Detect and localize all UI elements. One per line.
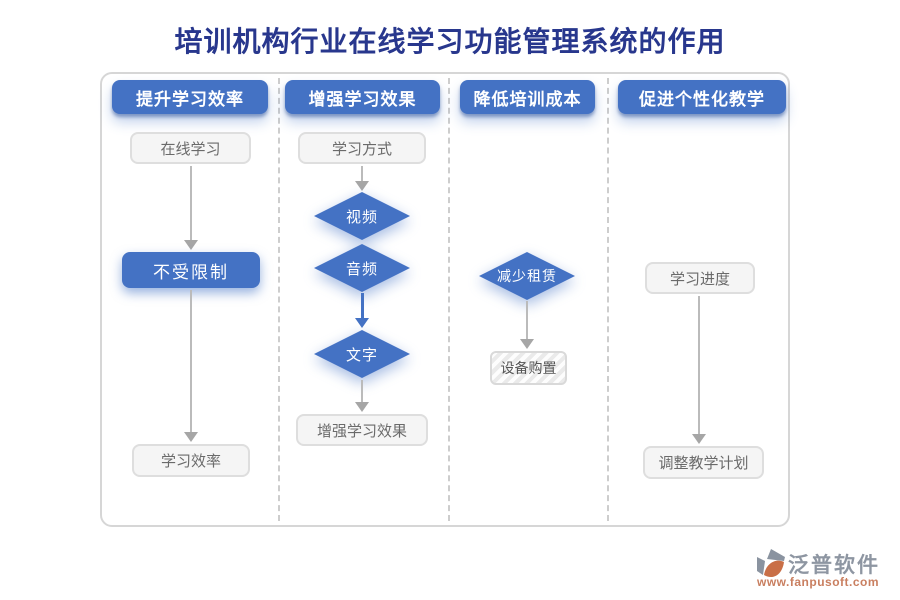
brand-logo-icon (757, 549, 785, 578)
flow-arrow-down-blue (354, 293, 370, 328)
column-divider (278, 78, 280, 521)
node-video-diamond: 视频 (314, 192, 410, 240)
column-header-improve-efficiency: 提升学习效率 (112, 80, 268, 114)
column-header-reduce-cost: 降低培训成本 (460, 80, 595, 114)
flow-arrow-down (354, 166, 370, 191)
node-reduce-rental-diamond: 减少租赁 (479, 252, 575, 300)
column-header-personalized-teaching: 促进个性化教学 (618, 80, 786, 114)
node-unrestricted: 不受限制 (122, 252, 260, 288)
node-adjust-teaching-plan: 调整教学计划 (643, 446, 764, 479)
column-divider (607, 78, 609, 521)
flow-arrow-down (183, 290, 199, 442)
node-learning-efficiency: 学习效率 (132, 444, 250, 477)
flow-arrow-down (183, 166, 199, 250)
node-learning-progress: 学习进度 (645, 262, 755, 294)
node-online-learning: 在线学习 (130, 132, 251, 164)
page-title: 培训机构行业在线学习功能管理系统的作用 (174, 27, 726, 58)
node-audio-diamond: 音频 (314, 244, 410, 292)
flowchart-canvas: 提升学习效率 增强学习效果 降低培训成本 促进个性化教学 在线学习 不受限制 学… (100, 72, 790, 527)
node-equipment-purchase: 设备购置 (490, 351, 567, 385)
column-header-enhance-effect: 增强学习效果 (285, 80, 440, 114)
node-enhance-learning-effect: 增强学习效果 (296, 414, 428, 446)
watermark: 泛普软件 www.fanpusoft.com (750, 546, 900, 594)
watermark-brand: 泛普软件 (788, 554, 880, 577)
flow-arrow-down (354, 380, 370, 412)
flow-arrow-down (519, 301, 535, 349)
column-divider (448, 78, 450, 521)
watermark-url: www.fanpusoft.com (757, 575, 880, 589)
node-text-diamond: 文字 (314, 330, 410, 378)
node-learning-method: 学习方式 (298, 132, 426, 164)
flow-arrow-down (691, 296, 707, 444)
